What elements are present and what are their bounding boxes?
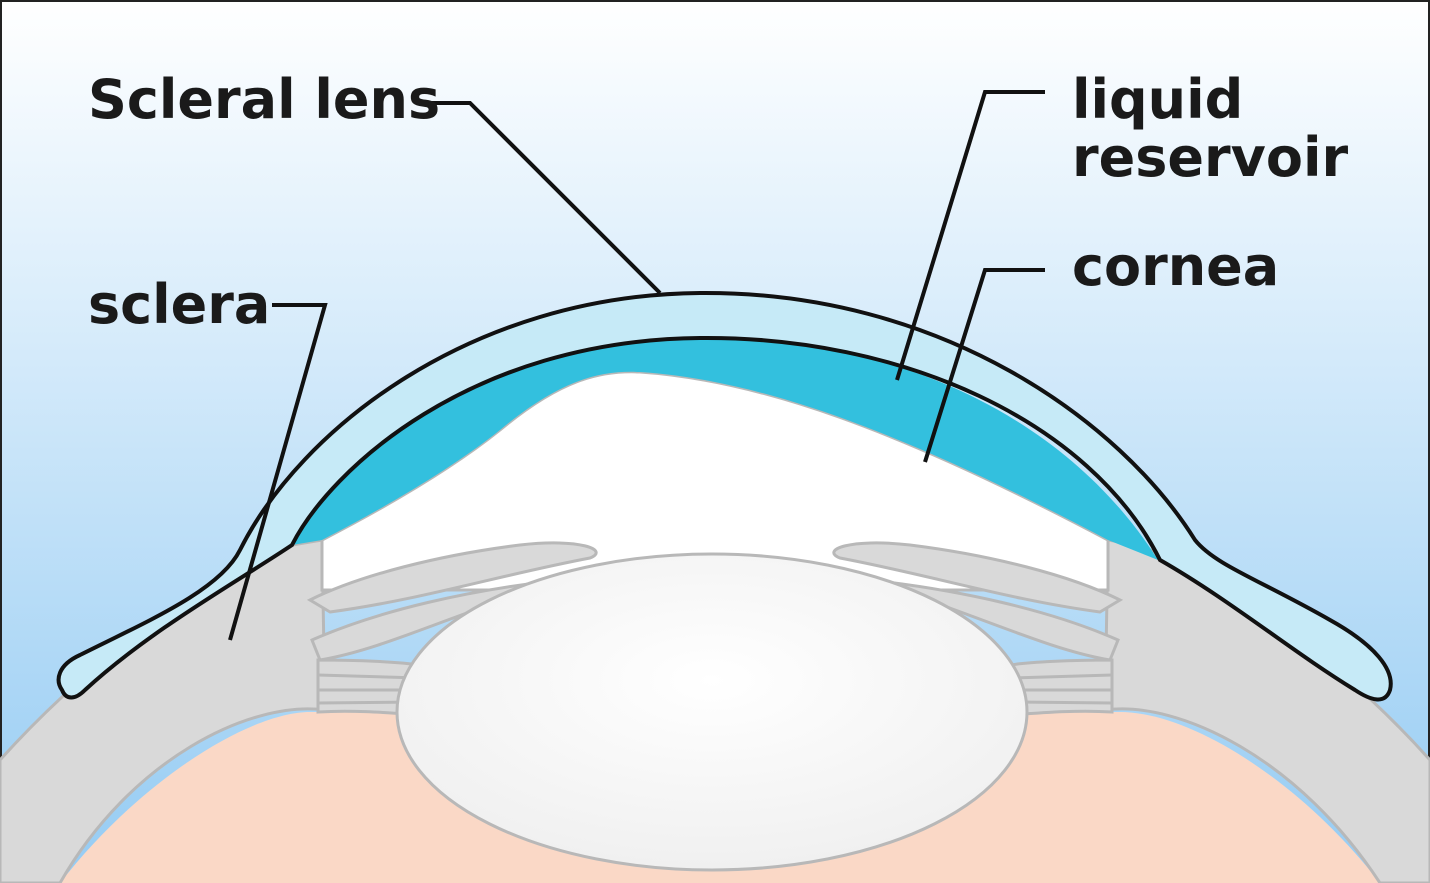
- label-sclera: sclera: [88, 273, 270, 336]
- leader-line-liquid-reservoir: [895, 90, 1045, 381]
- leader-line-sclera: [228, 303, 328, 641]
- leader-line-cornea: [923, 268, 1045, 463]
- label-liquid-reservoir-line1: liquid: [1072, 68, 1243, 131]
- label-cornea: cornea: [1072, 235, 1279, 298]
- label-liquid-reservoir-line2: reservoir: [1072, 126, 1348, 189]
- iris-left: [306, 541, 598, 614]
- leader-line-scleral-lens: [420, 101, 662, 295]
- ciliary-body-right: [1008, 658, 1114, 717]
- scleral-lens: [56, 290, 1393, 702]
- label-scleral-lens: Scleral lens: [88, 68, 440, 131]
- iris-right: [832, 541, 1124, 614]
- liquid-reservoir: [292, 337, 1158, 560]
- crystalline-lens: [395, 552, 1029, 872]
- leader-lines: [228, 90, 1045, 641]
